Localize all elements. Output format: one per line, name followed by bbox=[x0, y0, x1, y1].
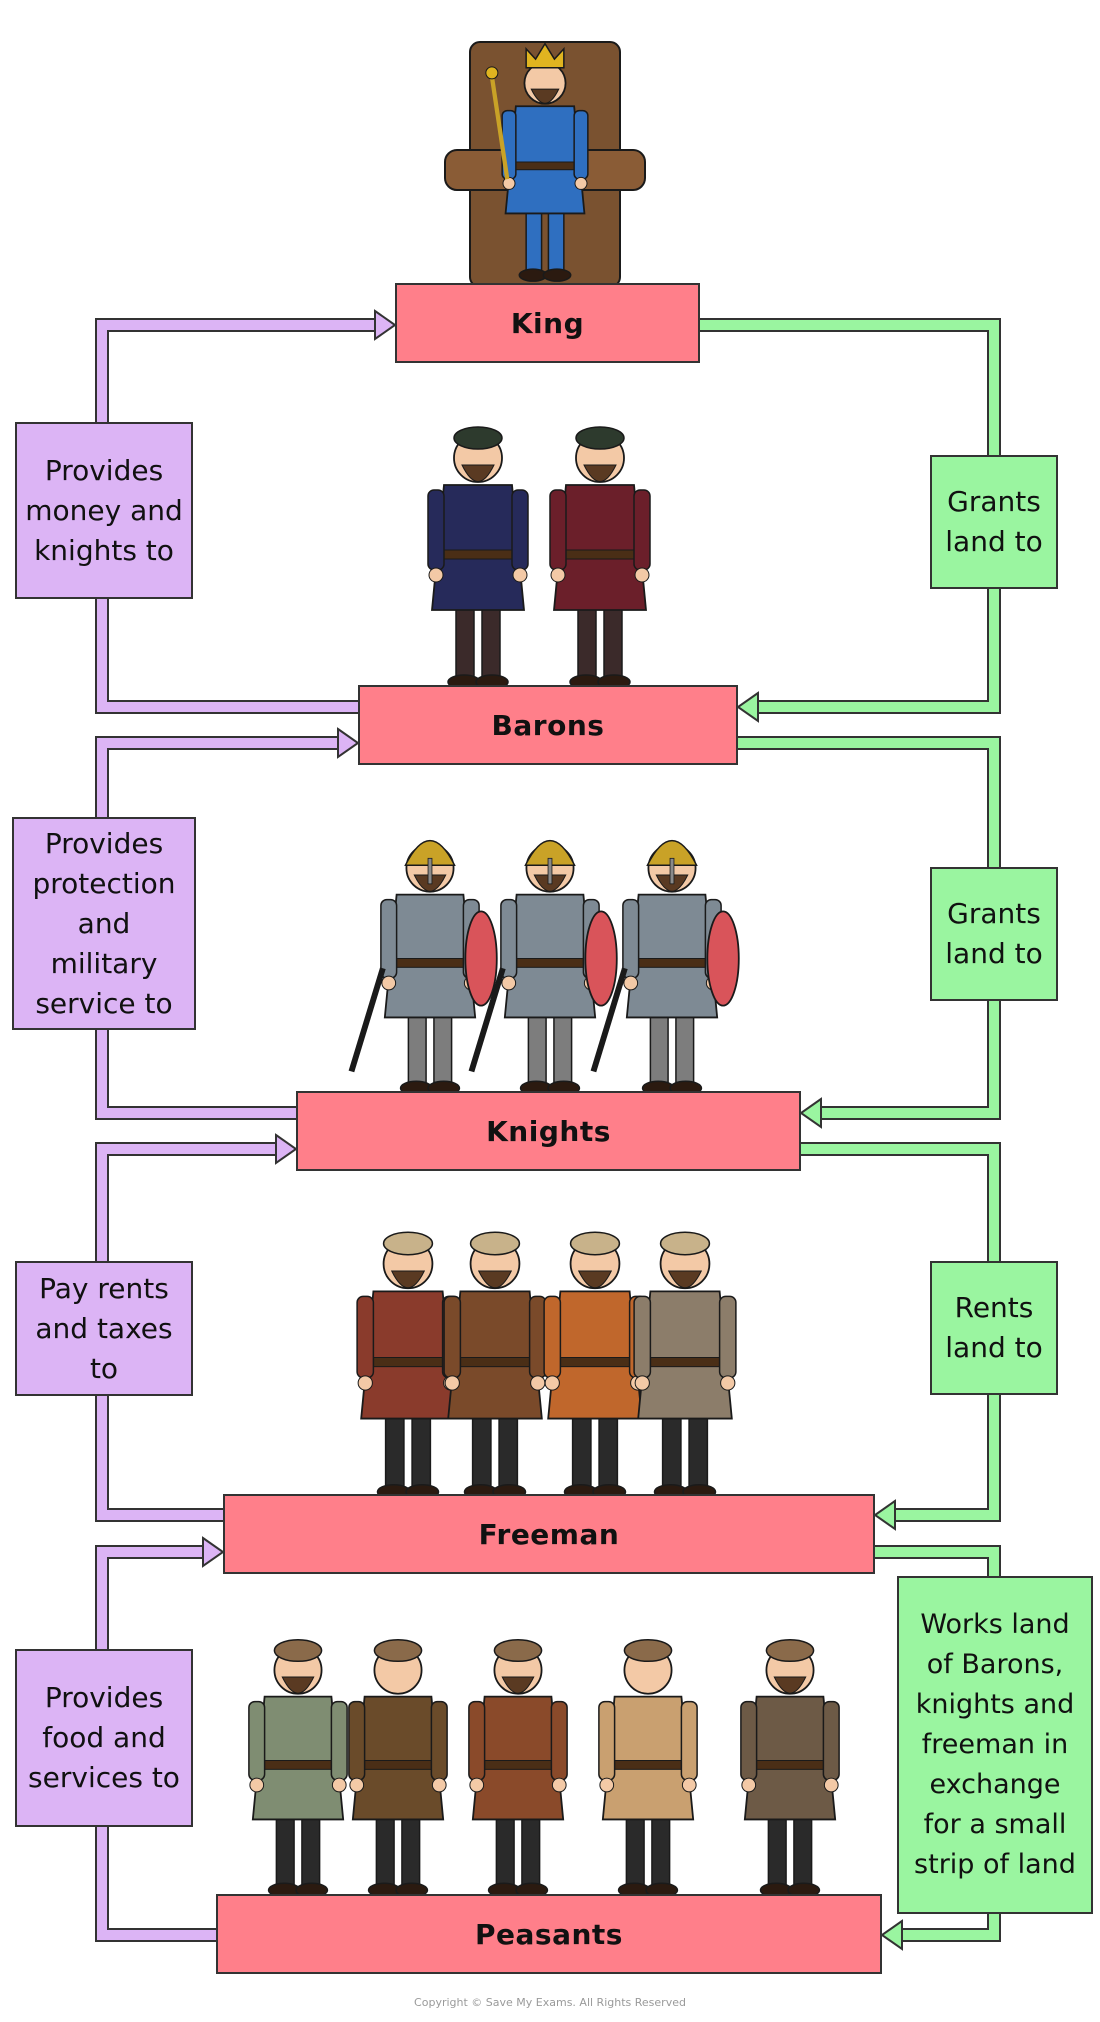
note-knights-to-barons: Provides protection and military service… bbox=[12, 817, 196, 1030]
note-peasants-work-land: Works land of Barons, knights and freema… bbox=[897, 1576, 1093, 1914]
note-barons-to-knights: Grants land to bbox=[930, 867, 1058, 1001]
tier-king-box: King bbox=[395, 283, 700, 363]
figure-king bbox=[485, 42, 589, 282]
copyright-footer: Copyright © Save My Exams. All Rights Re… bbox=[414, 1996, 686, 2009]
figure-freeman bbox=[543, 1231, 647, 1500]
figure-noble bbox=[427, 426, 529, 690]
figure-freeman bbox=[633, 1231, 737, 1500]
figure-peasant bbox=[348, 1638, 448, 1898]
figure-peasant bbox=[740, 1638, 840, 1898]
note-king-to-barons: Grants land to bbox=[930, 455, 1058, 589]
tier-knights-box: Knights bbox=[296, 1091, 801, 1171]
figure-peasant bbox=[468, 1638, 568, 1898]
figure-freeman bbox=[356, 1231, 460, 1500]
figures-layer bbox=[248, 41, 840, 1898]
figure-freeman bbox=[443, 1231, 547, 1500]
tier-barons-box: Barons bbox=[358, 685, 738, 765]
tier-freeman-box: Freeman bbox=[223, 1494, 875, 1574]
note-barons-to-king: Provides money and knights to bbox=[15, 422, 193, 599]
figure-knight bbox=[348, 839, 498, 1096]
tier-peasants-box: Peasants bbox=[216, 1894, 882, 1974]
note-knights-to-freeman: Rents land to bbox=[930, 1261, 1058, 1395]
figure-peasant bbox=[598, 1638, 698, 1898]
note-peasants-to-freeman: Provides food and services to bbox=[15, 1649, 193, 1827]
figure-knight bbox=[468, 839, 618, 1096]
figure-noble bbox=[549, 426, 651, 690]
note-freeman-to-knights: Pay rents and taxes to bbox=[15, 1261, 193, 1396]
figure-peasant bbox=[248, 1638, 348, 1898]
